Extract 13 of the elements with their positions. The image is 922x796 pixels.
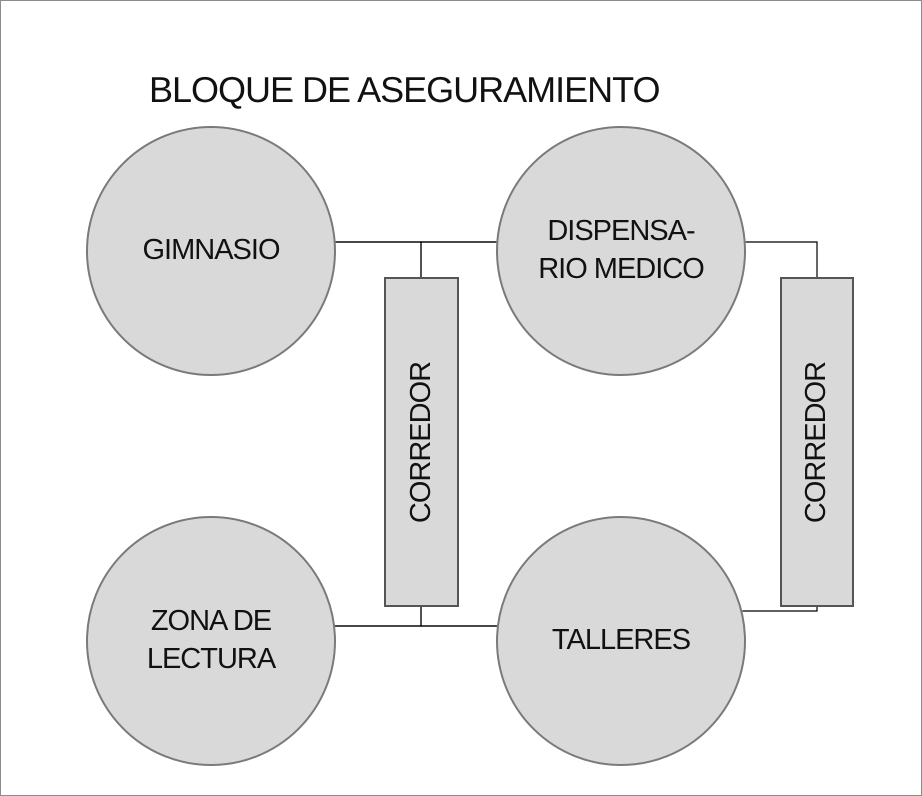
room-label: ZONA DE LECTURA — [146, 604, 277, 677]
corridor-bar — [780, 277, 854, 607]
room-label: DISPENSA- RIO MEDICO — [537, 214, 705, 287]
corridor-bar — [384, 277, 459, 607]
connector-line — [742, 607, 818, 612]
connector-line — [420, 241, 496, 277]
corridor-label: CORREDOR — [405, 361, 438, 523]
room-label: TALLERES — [552, 623, 690, 658]
connector-line — [746, 241, 818, 277]
room-label: GIMNASIO — [142, 233, 280, 268]
connector-line — [420, 607, 497, 627]
corridor-label: CORREDOR — [800, 361, 834, 523]
diagram-title: BLOQUE DE ASEGURAMIENTO — [149, 69, 660, 111]
